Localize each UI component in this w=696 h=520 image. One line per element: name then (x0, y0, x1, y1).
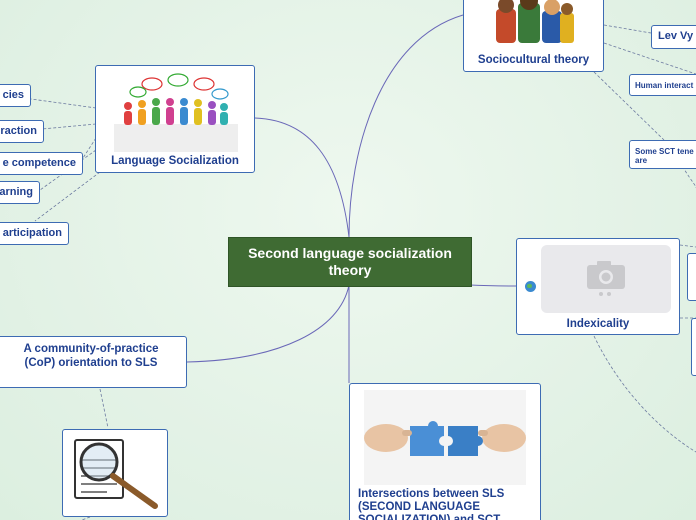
left-subtopic-2[interactable]: raction (0, 120, 44, 143)
lev-vygotsky-label: Lev Vy (658, 30, 694, 42)
community-of-practice-label: A community-of-practice (CoP) orientatio… (23, 343, 159, 369)
sct-tenets-node[interactable]: Some SCT tene are (629, 140, 696, 169)
globe-icon (525, 281, 536, 292)
human-interaction-node[interactable]: Human interact (629, 74, 696, 96)
puzzle-image (364, 421, 526, 456)
magnifier-document-icon (74, 439, 158, 509)
indexicality-title: Indexicality (566, 318, 630, 330)
left-subtopic-5[interactable]: articipation (0, 222, 69, 245)
image-placeholder (541, 245, 671, 313)
left-subtopic-1[interactable]: cies (0, 84, 31, 107)
central-topic-label: Second language socialization theory (248, 245, 452, 278)
sct-tenets-label: Some SCT tene are (635, 147, 694, 165)
left-subtopic-4[interactable]: arning (0, 181, 40, 204)
indexicality-node[interactable]: Indexicality (516, 238, 680, 335)
language-socialization-title: Language Socialization (111, 155, 239, 167)
language-socialization-node[interactable]: Language Socialization (95, 65, 255, 173)
left-subtopic-2-label: raction (0, 125, 37, 137)
sociocultural-theory-title: Sociocultural theory (477, 54, 590, 66)
left-subtopic-3[interactable]: e competence (0, 152, 83, 175)
speech-bubble-people-illustration (114, 72, 238, 152)
lev-vygotsky-node[interactable]: Lev Vy (651, 25, 696, 49)
human-interaction-label: Human interact (635, 81, 694, 90)
camera-icon (587, 261, 625, 296)
right-node-partial-2[interactable] (691, 318, 696, 376)
left-subtopic-1-label: cies (2, 89, 24, 101)
community-of-practice-node[interactable]: A community-of-practice (CoP) orientatio… (0, 336, 187, 388)
central-topic[interactable]: Second language socialization theory (228, 237, 472, 287)
intersections-title: Intersections between SLS (SECOND LANGUA… (358, 488, 505, 520)
children-image (496, 0, 574, 43)
left-subtopic-3-label: e competence (2, 157, 76, 169)
children-illustration (488, 0, 580, 49)
right-node-partial-1[interactable] (687, 253, 696, 301)
puzzle-hands-illustration (364, 390, 526, 485)
left-subtopic-5-label: articipation (2, 227, 62, 239)
left-subtopic-4-label: arning (0, 186, 33, 198)
sociocultural-theory-node[interactable]: Sociocultural theory (463, 0, 604, 72)
intersections-node[interactable]: Intersections between SLS (SECOND LANGUA… (349, 383, 541, 520)
document-magnifier-node[interactable] (62, 429, 168, 517)
people-image (114, 73, 238, 152)
